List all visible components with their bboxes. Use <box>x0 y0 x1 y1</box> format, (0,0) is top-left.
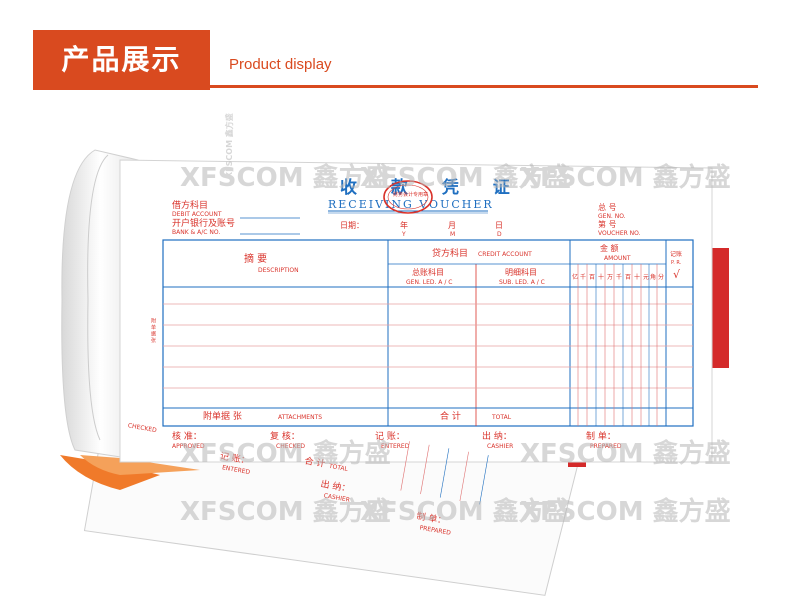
voucher-table <box>162 239 694 427</box>
svg-text:出 纳：: 出 纳： <box>482 430 512 442</box>
amount-header: 金 额 <box>600 243 619 253</box>
svg-text:CREDIT ACCOUNT: CREDIT ACCOUNT <box>478 251 532 258</box>
svg-text:ENTERED: ENTERED <box>221 464 250 476</box>
side-tab <box>711 248 729 368</box>
svg-text:XFSCOM 鑫方盛: XFSCOM 鑫方盛 <box>224 113 234 178</box>
orange-edge <box>60 455 160 490</box>
svg-text:TOTAL: TOTAL <box>327 463 349 473</box>
svg-text:BANK & A/C NO.: BANK & A/C NO. <box>172 229 220 236</box>
svg-text:GEN. NO.: GEN. NO. <box>598 213 626 220</box>
svg-text:亿: 亿 <box>572 273 578 281</box>
svg-text:十: 十 <box>598 273 604 281</box>
bank-label: 开户银行及账号 <box>172 217 235 229</box>
svg-text:十: 十 <box>634 273 640 281</box>
page-title: 产品展示 <box>61 43 182 76</box>
svg-text:合 计: 合 计 <box>304 454 327 469</box>
date-label: 日期： <box>340 221 364 230</box>
svg-text:D: D <box>497 231 502 238</box>
svg-text:P. R.: P. R. <box>671 260 682 266</box>
svg-text:日: 日 <box>495 221 503 230</box>
svg-text:复 核：: 复 核： <box>270 430 300 442</box>
svg-text:TOTAL: TOTAL <box>491 414 512 421</box>
svg-text:CASHIER: CASHIER <box>323 492 350 503</box>
svg-text:XFSCOM 鑫方盛: XFSCOM 鑫方盛 <box>520 438 731 469</box>
svg-text:记 账：: 记 账： <box>219 451 250 467</box>
signature-line: 核 准： APPROVED 复 核： CHECKED 记 账： ENTERED … <box>172 430 622 450</box>
page-subtitle: Product display <box>229 56 332 73</box>
svg-text:月: 月 <box>448 221 456 230</box>
svg-text:核 准：: 核 准： <box>172 430 202 442</box>
svg-text:AMOUNT: AMOUNT <box>604 255 631 262</box>
gen-no-label: 总 号 <box>598 202 617 212</box>
svg-text:CHECKED: CHECKED <box>276 443 305 450</box>
svg-text:DESCRIPTION: DESCRIPTION <box>258 267 299 274</box>
svg-text:APPROVED: APPROVED <box>172 443 205 450</box>
credit-account-header: 贷方科目 <box>432 247 468 259</box>
svg-text:元: 元 <box>643 274 649 281</box>
svg-text:制 单：: 制 单： <box>586 430 616 442</box>
voucher-sheet <box>119 159 713 463</box>
svg-text:千: 千 <box>580 273 586 281</box>
posted-header: 记账 <box>670 250 682 258</box>
svg-text:XFSCOM 鑫方盛: XFSCOM 鑫方盛 <box>520 496 731 527</box>
svg-text:千: 千 <box>616 273 622 281</box>
svg-text:XFSCOM 鑫方盛: XFSCOM 鑫方盛 <box>180 438 391 469</box>
header-rule <box>210 85 758 88</box>
svg-text:SUB. LED. A / C: SUB. LED. A / C <box>499 279 545 286</box>
digit-headers: 亿 千 百 十 万 千 百 十 元 角 分 <box>572 273 664 281</box>
description-header: 摘 要 <box>244 252 267 265</box>
voucher-no-label: 第 号 <box>598 219 617 229</box>
header-block: 产品展示 <box>33 30 210 90</box>
svg-text:年: 年 <box>400 220 408 230</box>
svg-text:PREPARED: PREPARED <box>590 443 622 450</box>
voucher-title-en: RECEIVING VOUCHER <box>328 198 494 211</box>
svg-text:XFSCOM 鑫方盛: XFSCOM 鑫方盛 <box>180 162 391 193</box>
total-label: 合 计 <box>440 410 461 422</box>
svg-text:CASHIER: CASHIER <box>487 443 513 450</box>
svg-text:DEBIT ACCOUNT: DEBIT ACCOUNT <box>172 211 222 218</box>
debit-account-label: 借方科目 <box>172 199 208 211</box>
svg-text:Y: Y <box>401 231 406 238</box>
svg-text:分: 分 <box>658 273 664 281</box>
svg-text:M: M <box>450 231 455 238</box>
svg-text:GEN. LED. A / C: GEN. LED. A / C <box>406 279 452 286</box>
amount-digit-columns <box>577 264 658 426</box>
svg-text:ENTERED: ENTERED <box>381 443 410 450</box>
check-icon: √ <box>673 268 681 281</box>
svg-text:ATTACHMENTS: ATTACHMENTS <box>278 414 322 421</box>
svg-text:XFSCOM 鑫方盛: XFSCOM 鑫方盛 <box>360 162 571 193</box>
svg-text:财务会计专用章: 财务会计专用章 <box>393 191 428 198</box>
svg-text:XFSCOM 鑫方盛: XFSCOM 鑫方盛 <box>520 162 731 193</box>
side-note: 附 单 据 张 <box>150 317 156 344</box>
attachments-label: 附单据 张 <box>203 410 242 422</box>
svg-text:VOUCHER NO.: VOUCHER NO. <box>598 230 641 237</box>
watermark-logos: XFSCOM 鑫方盛 XFSCOM 鑫方盛 XFSCOM 鑫方盛 XFSCOM … <box>180 113 731 527</box>
svg-text:角: 角 <box>650 273 656 281</box>
finance-stamp: 财务会计专用章 <box>383 180 433 214</box>
voucher-title-cn: 收 款 凭 证 <box>340 177 524 198</box>
svg-text:百: 百 <box>625 274 631 281</box>
svg-text:XFSCOM 鑫方盛: XFSCOM 鑫方盛 <box>360 496 571 527</box>
svg-text:万: 万 <box>607 274 613 281</box>
sub-led-header: 明细科目 <box>505 267 537 277</box>
svg-text:记 账：: 记 账： <box>375 431 405 442</box>
svg-text:百: 百 <box>589 274 595 281</box>
svg-text:XFSCOM 鑫方盛: XFSCOM 鑫方盛 <box>180 496 391 527</box>
svg-text:附 单 据 张: 附 单 据 张 <box>150 317 156 344</box>
gen-led-header: 总账科目 <box>412 267 444 277</box>
